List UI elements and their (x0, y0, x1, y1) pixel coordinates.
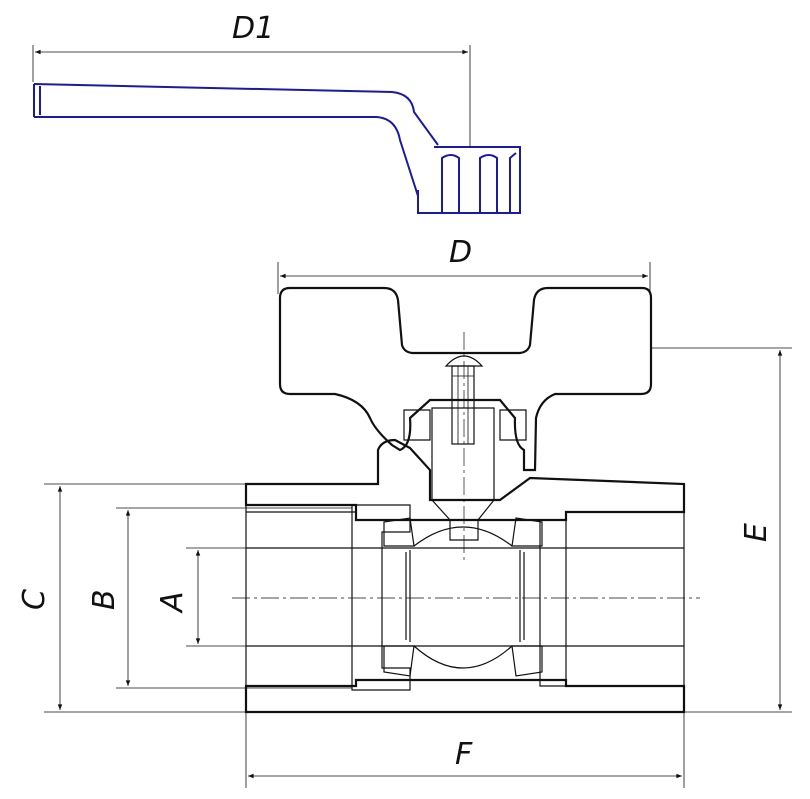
dimension-label-d: D (449, 235, 472, 270)
dimension-e: E (651, 347, 792, 713)
dimension-label-c: C (17, 589, 52, 610)
dimension-d: D (277, 235, 651, 294)
ball (405, 526, 525, 669)
center-lines (232, 332, 700, 599)
dimension-label-b: B (87, 589, 122, 610)
handle-screw (444, 355, 484, 445)
butterfly-handle-section (278, 286, 653, 472)
dimension-d1: D1 (32, 11, 471, 148)
valve-seats (383, 517, 543, 677)
stem-section (403, 407, 527, 541)
dimension-label-a: A (155, 591, 190, 614)
dimension-c: C (17, 483, 684, 713)
dimension-f: F (245, 712, 685, 788)
dimension-b: B (87, 507, 352, 689)
valve-body-section (244, 438, 686, 714)
bore-lines (246, 547, 684, 647)
dimension-label-e: E (739, 523, 774, 542)
dimension-label-f: F (455, 737, 473, 772)
dimension-label-d1: D1 (232, 11, 274, 46)
dimension-a: A (155, 547, 246, 647)
handle-top-view (33, 83, 521, 214)
